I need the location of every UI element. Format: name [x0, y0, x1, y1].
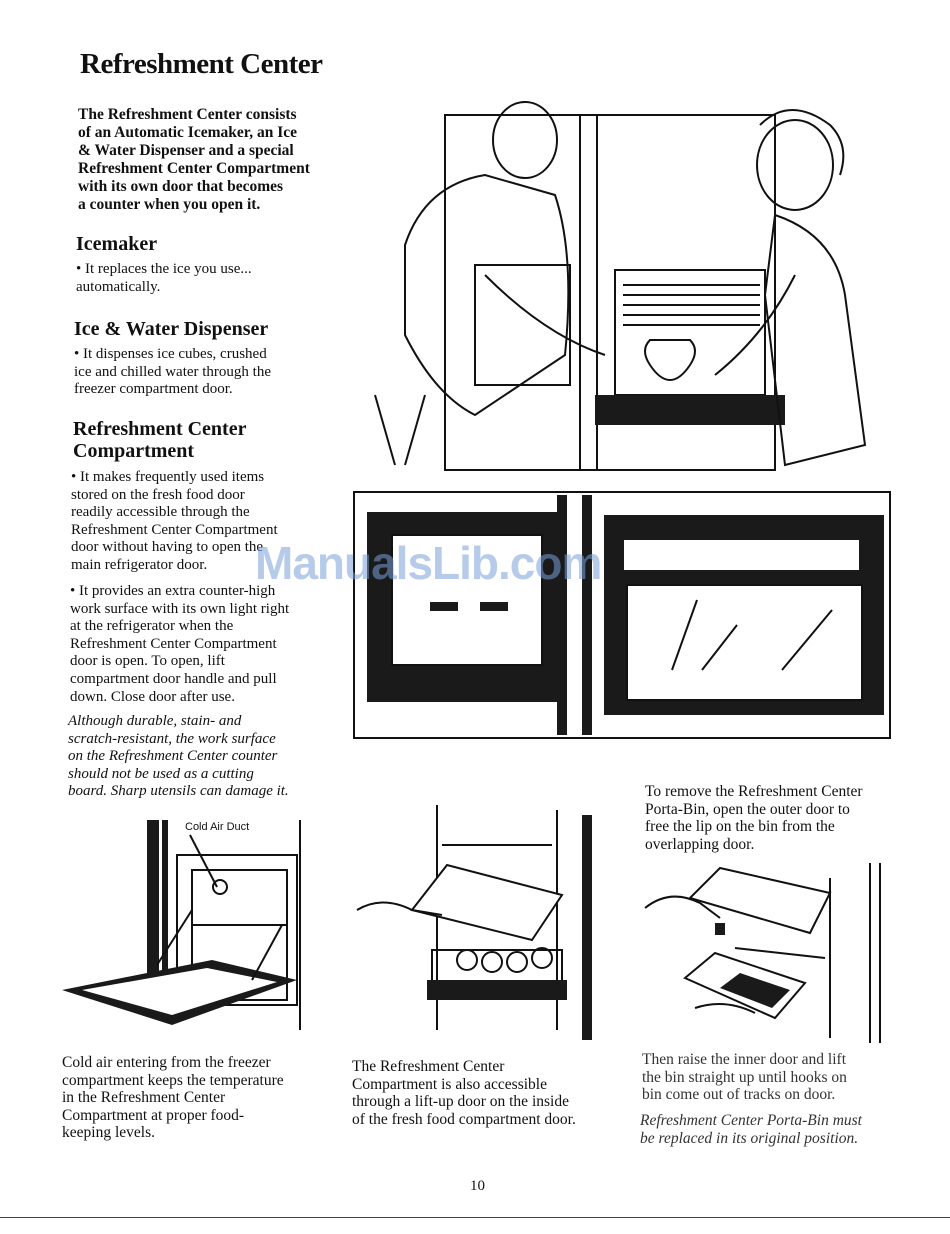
- caption-cold-air: Cold air entering from the freezer compa…: [62, 1054, 284, 1142]
- icemaker-text: • It replaces the ice you use... automat…: [76, 261, 252, 295]
- caption-remove-bin: To remove the Refreshment Center Porta-B…: [645, 783, 863, 853]
- compartment-caution: Although durable, stain- and scratch-res…: [68, 713, 289, 800]
- page-title: Refreshment Center: [80, 48, 323, 80]
- manualslib-watermark: ManualsLib.com: [255, 537, 602, 589]
- cold-air-duct-label: Cold Air Duct: [185, 821, 250, 833]
- couple-refrigerator-illustration: [374, 101, 867, 471]
- page-number: 10: [470, 1178, 485, 1194]
- compartment-bullet-2: • It provides an extra counter-high work…: [70, 583, 290, 705]
- compartment-bullet-1: • It makes frequently used items stored …: [71, 469, 278, 573]
- dispenser-text: • It dispenses ice cubes, crushed ice an…: [74, 346, 272, 398]
- cold-air-duct-illustration: [62, 820, 301, 1030]
- dispenser-heading: Ice & Water Dispenser: [74, 318, 269, 340]
- lift-up-door-illustration: [356, 805, 592, 1040]
- bottom-rule: [0, 1217, 950, 1218]
- intro-paragraph: The Refreshment Center consists of an Au…: [78, 106, 310, 213]
- refrigerator-front-illustration: [353, 491, 891, 739]
- porta-bin-removal-illustration: [644, 863, 881, 1043]
- caption-raise-bin: Then raise the inner door and lift the b…: [642, 1051, 847, 1104]
- compartment-heading: Refreshment Center Compartment: [73, 418, 247, 462]
- caption-replace-bin: Refreshment Center Porta-Bin must be rep…: [640, 1112, 862, 1147]
- caption-lift-up-door: The Refreshment Center Compartment is al…: [352, 1058, 576, 1128]
- icemaker-heading: Icemaker: [76, 233, 158, 255]
